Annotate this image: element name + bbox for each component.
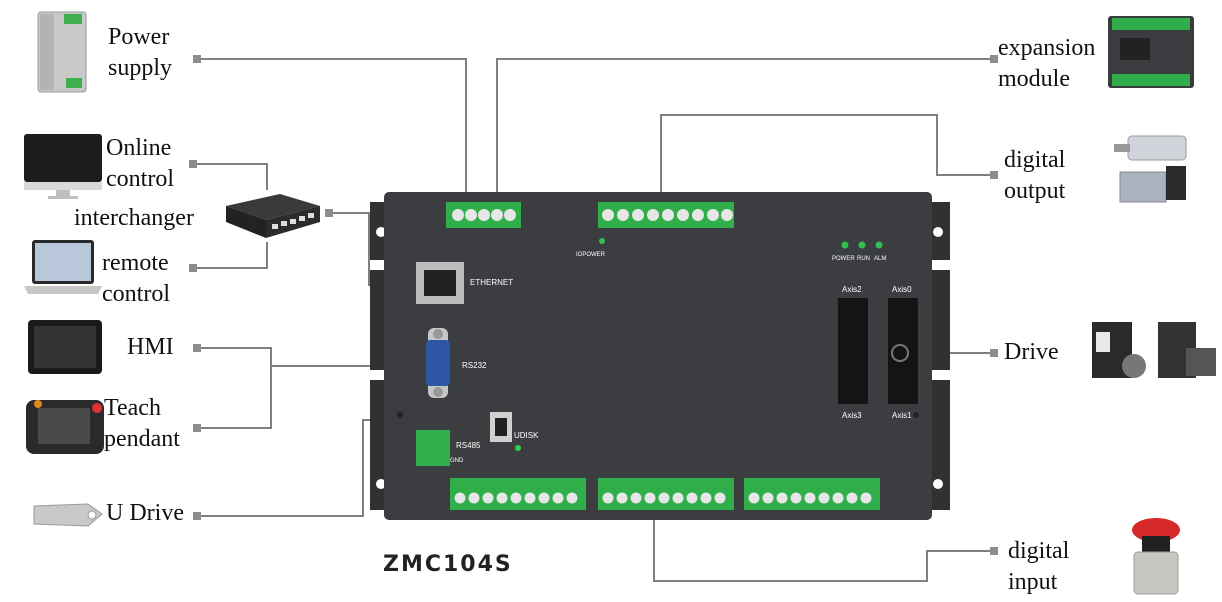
u-drive-icon bbox=[33, 503, 103, 527]
rs232-label: RS232 bbox=[462, 361, 487, 370]
hmi-screen-icon bbox=[28, 320, 102, 374]
emergency-stop-icon bbox=[1132, 518, 1180, 595]
controller-board: ETHERNET RS232 RS485 UDISK IOPOWER POWER… bbox=[370, 192, 950, 520]
label-teach-pendant: Teach pendant bbox=[104, 395, 180, 452]
label-remote-control: remote control bbox=[102, 250, 170, 307]
expansion-module-icon bbox=[1108, 16, 1194, 88]
model-name: ZMC104S bbox=[383, 552, 513, 577]
rs485-label: RS485 bbox=[456, 441, 481, 450]
udisk-label: UDISK bbox=[514, 431, 539, 440]
label-digital-input: digital input bbox=[1008, 538, 1070, 595]
online-control-monitor-icon bbox=[24, 134, 102, 199]
digital-output-actuator-icon bbox=[1114, 135, 1187, 203]
laptop-icon bbox=[24, 240, 102, 294]
power-supply-icon bbox=[37, 11, 87, 93]
axis2-label: Axis2 bbox=[842, 285, 862, 294]
network-switch-icon bbox=[226, 194, 320, 238]
servo-drive-icon bbox=[1092, 322, 1216, 378]
axis0-label: Axis0 bbox=[892, 285, 912, 294]
axis3-label: Axis3 bbox=[842, 411, 862, 420]
iopower-label: IOPOWER bbox=[576, 252, 606, 258]
label-online-control: Online control bbox=[106, 135, 174, 192]
label-u-drive: U Drive bbox=[106, 500, 184, 526]
power-led-label: POWER bbox=[832, 256, 855, 262]
alm-led-label: ALM bbox=[874, 256, 886, 262]
axis1-label: Axis1 bbox=[892, 411, 912, 420]
label-expansion-module: expansion module bbox=[998, 35, 1096, 92]
run-led-label: RUN bbox=[857, 256, 870, 262]
label-drive: Drive bbox=[1004, 339, 1059, 365]
label-interchanger: interchanger bbox=[74, 205, 194, 231]
label-digital-output: digital output bbox=[1004, 147, 1066, 204]
label-power-supply: Power supply bbox=[108, 24, 173, 81]
gnd-label: GND bbox=[450, 458, 464, 464]
ethernet-label: ETHERNET bbox=[470, 278, 513, 287]
teach-pendant-icon bbox=[26, 400, 104, 454]
label-hmi: HMI bbox=[127, 334, 174, 360]
